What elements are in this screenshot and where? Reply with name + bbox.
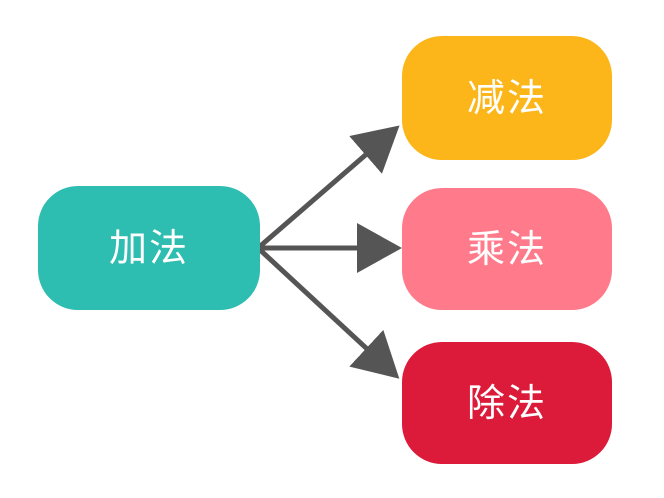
multiplication-label: 乘法: [466, 227, 547, 271]
arrow-to-division: [256, 246, 400, 379]
division-node: 除法: [402, 342, 612, 464]
multiplication-node: 乘法: [402, 188, 612, 310]
addition-label: 加法: [108, 226, 189, 270]
division-label: 除法: [466, 381, 547, 425]
addition-node: 加法: [38, 186, 260, 310]
arrow-to-subtraction: [256, 125, 400, 250]
subtraction-node: 减法: [402, 36, 612, 160]
subtraction-label: 减法: [466, 76, 547, 120]
